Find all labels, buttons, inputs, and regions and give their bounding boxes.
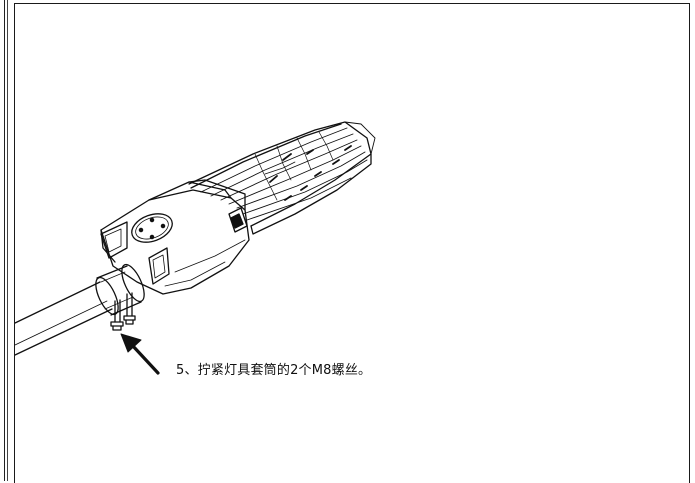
streetlight-installation-drawing	[15, 121, 376, 375]
step-caption: 5、拧紧灯具套筒的2个M8螺丝。	[176, 363, 372, 378]
pole-clamp-drawing	[95, 263, 145, 331]
luminaire-housing-drawing	[100, 179, 250, 295]
instruction-panel: 5、拧紧灯具套筒的2个M8螺丝。	[14, 3, 690, 483]
page-margin-rule	[0, 0, 13, 481]
pole-drawing	[15, 281, 113, 356]
margin-line	[4, 0, 5, 481]
heat-sink-drawing	[188, 121, 376, 235]
margin-line	[7, 0, 8, 481]
pointer-arrow	[120, 333, 160, 375]
